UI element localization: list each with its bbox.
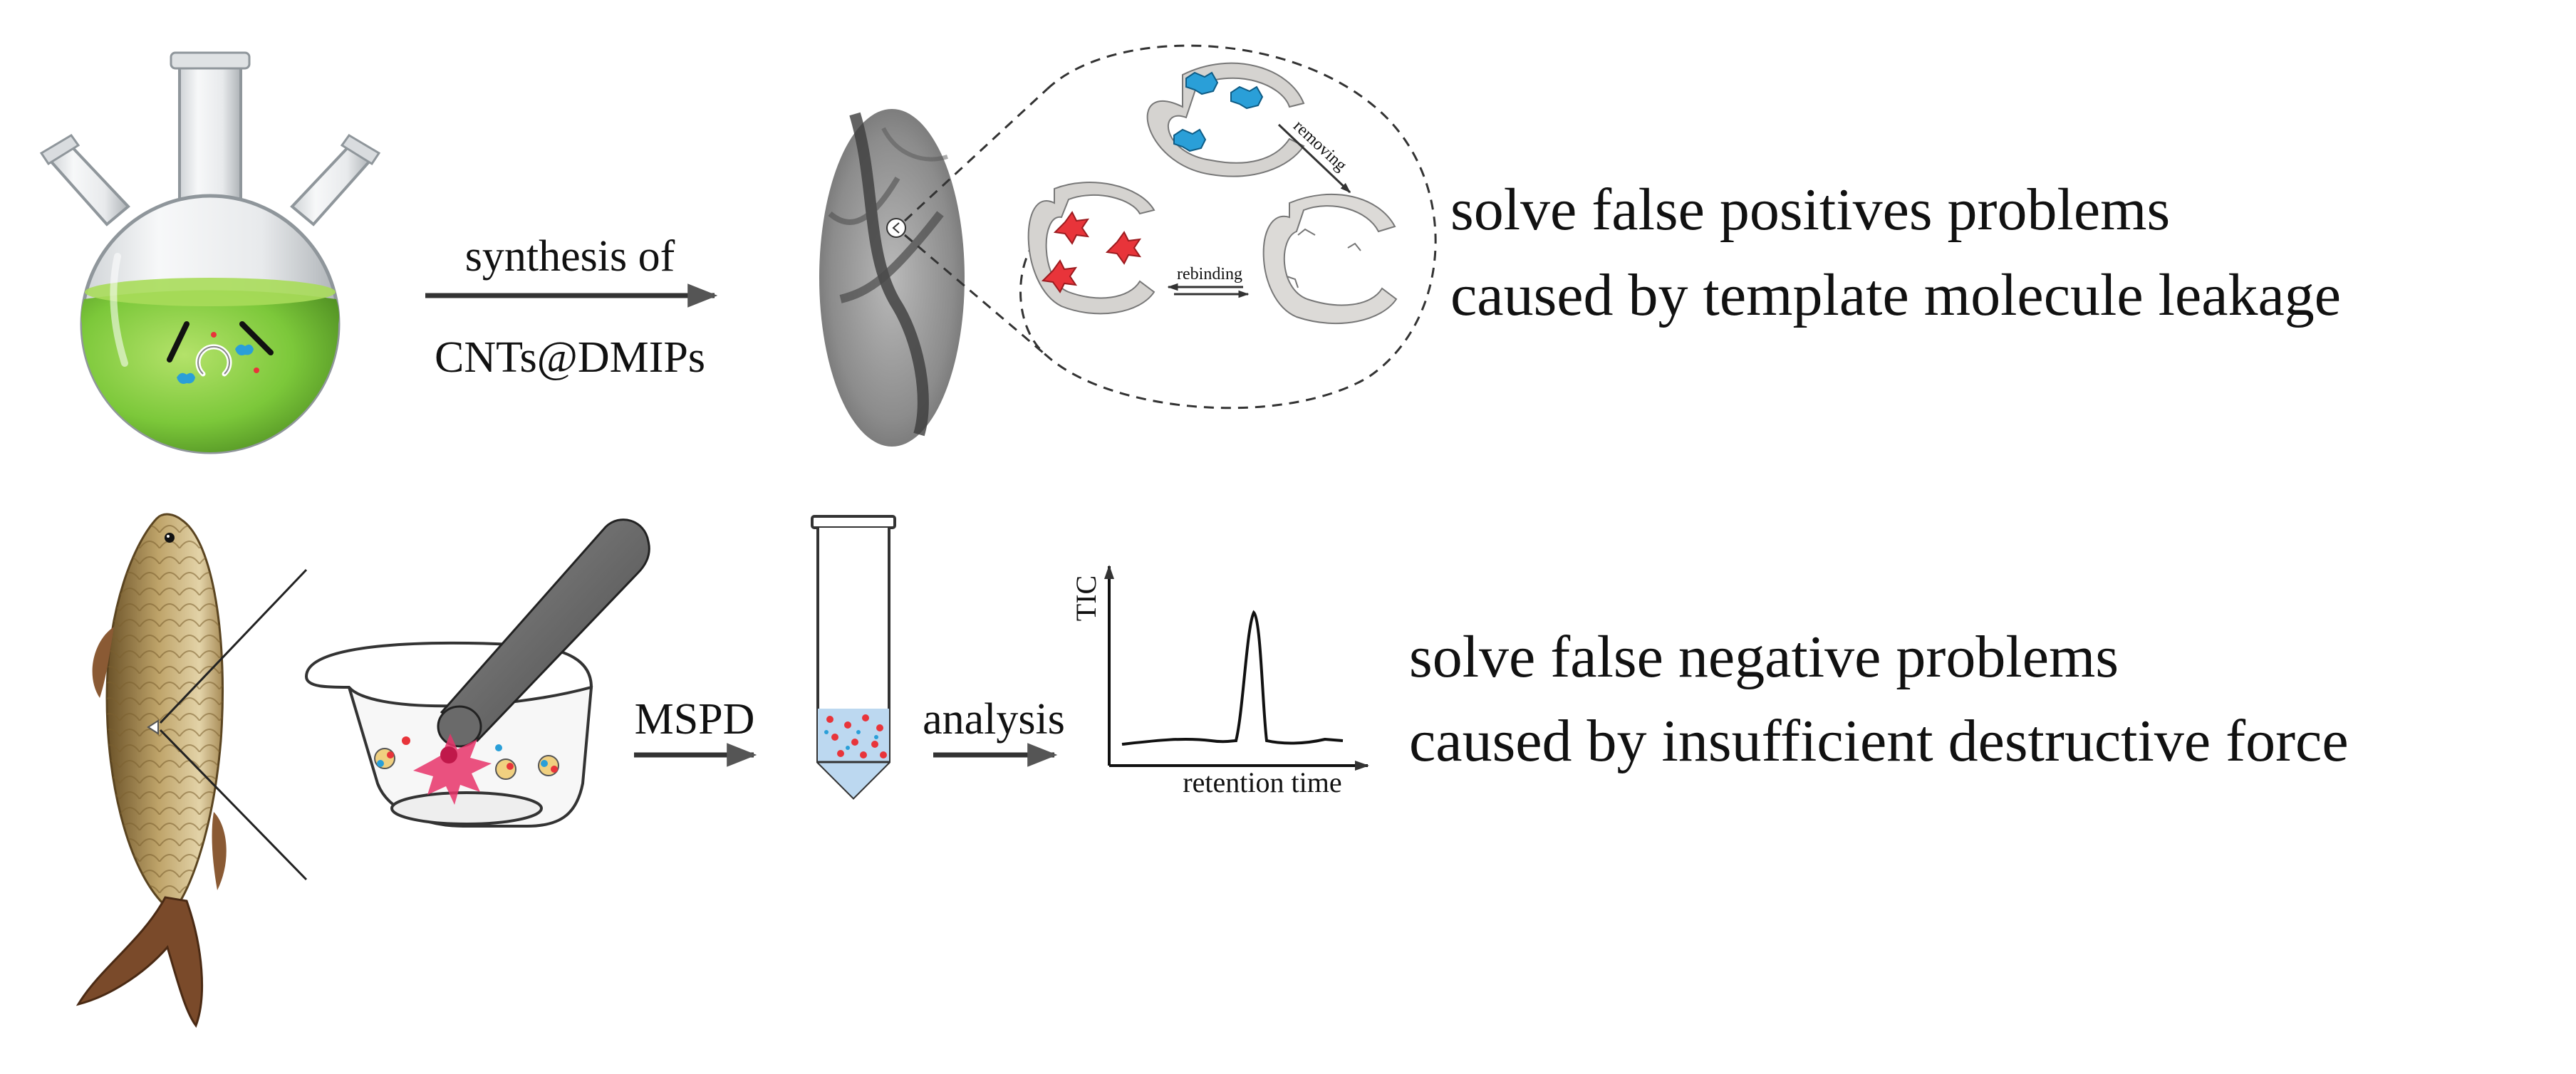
rebinding-arrows [1167, 283, 1250, 298]
analysis-label: analysis [923, 695, 1065, 744]
rebinding-label: rebinding [1177, 265, 1242, 283]
chromatogram-trace [1121, 610, 1344, 746]
sampling-lines [159, 568, 308, 881]
tem-image [819, 109, 965, 447]
imprint-cavity-with-template [1146, 62, 1305, 177]
mortar-and-pestle-icon [304, 518, 650, 828]
false-negative-result-line2: caused by insufficient destructive force [1409, 708, 2349, 774]
removing-arrow [1277, 123, 1351, 194]
mspd-label: MSPD [635, 695, 755, 744]
false-positive-result-line1: solve false positives problems [1450, 177, 2170, 243]
zoom-lines [903, 88, 1049, 358]
tic-axis-label: TIC [1070, 575, 1102, 621]
synthesis-label-bottom: CNTs@DMIPs [435, 333, 705, 382]
retention-time-axis-label: retention time [1183, 766, 1341, 798]
imprint-cavity-with-analyte [1027, 182, 1155, 315]
chromatogram [1104, 565, 1369, 771]
false-negative-result-line1: solve false negative problems [1409, 624, 2119, 690]
three-neck-flask-icon [39, 51, 381, 454]
false-positive-result-line2: caused by template molecule leakage [1450, 262, 2341, 328]
zoom-bubble [1019, 44, 1437, 410]
fish-icon [76, 513, 227, 1028]
empty-imprint-cavity [1262, 193, 1398, 325]
synthesis-label-top: synthesis of [465, 232, 675, 281]
spe-column-icon [811, 515, 896, 800]
